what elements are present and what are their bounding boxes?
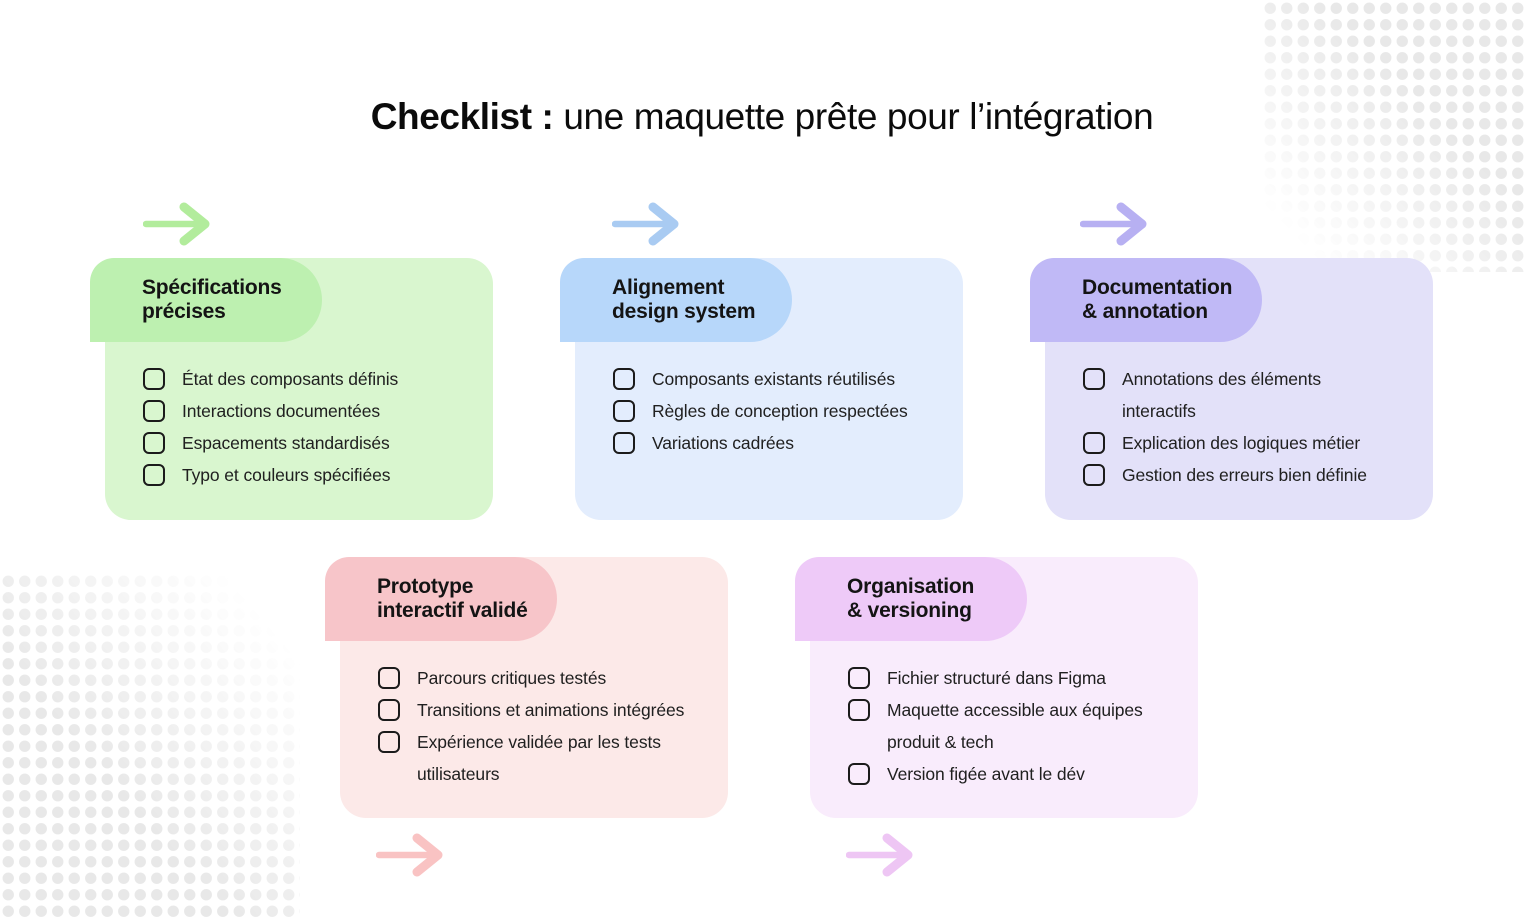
checklist-item: Typo et couleurs spécifiées bbox=[143, 459, 477, 491]
checklist-item-label: Gestion des erreurs bien définie bbox=[1122, 465, 1367, 485]
checklist-item: Espacements standardisés bbox=[143, 427, 477, 459]
checkbox[interactable] bbox=[143, 400, 165, 422]
halftone-dots-top-right bbox=[1262, 0, 1524, 272]
checklist-item: Règles de conception respectées bbox=[613, 395, 947, 427]
checklist-item: Fichier structuré dans Figma bbox=[848, 662, 1182, 694]
checklist-item: Version figée avant le dév bbox=[848, 758, 1182, 790]
card-header-blob: Organisation & versioning bbox=[795, 557, 1027, 641]
checklist-item-label: Interactions documentées bbox=[182, 401, 380, 421]
checklist-item-label: Typo et couleurs spécifiées bbox=[182, 465, 391, 485]
page-title: Checklist : une maquette prête pour l’in… bbox=[0, 96, 1524, 138]
checkbox[interactable] bbox=[613, 368, 635, 390]
checklist: Composants existants réutilisés Règles d… bbox=[613, 363, 947, 459]
checklist-item-label: Maquette accessible aux équipes produit … bbox=[887, 700, 1143, 752]
checklist: État des composants définis Interactions… bbox=[143, 363, 477, 491]
card-header-blob: Spécifications précises bbox=[90, 258, 322, 342]
card-header-blob: Prototype interactif validé bbox=[325, 557, 557, 641]
checklist-item: Variations cadrées bbox=[613, 427, 947, 459]
flow-arrow-icon bbox=[376, 833, 448, 877]
checklist-item-label: Version figée avant le dév bbox=[887, 764, 1085, 784]
card-specifications-precises: Spécifications précises État des composa… bbox=[90, 258, 493, 520]
card-prototype-interactif: Prototype interactif validé Parcours cri… bbox=[325, 557, 728, 818]
checklist-item-label: Composants existants réutilisés bbox=[652, 369, 895, 389]
checkbox[interactable] bbox=[613, 400, 635, 422]
checklist-item: Maquette accessible aux équipes produit … bbox=[848, 694, 1182, 758]
checkbox[interactable] bbox=[1083, 368, 1105, 390]
checklist-item: Annotations des éléments interactifs bbox=[1083, 363, 1417, 427]
checklist-item: Transitions et animations intégrées bbox=[378, 694, 712, 726]
checkbox[interactable] bbox=[848, 699, 870, 721]
page-title-regular: une maquette prête pour l’intégration bbox=[553, 96, 1154, 137]
checkbox[interactable] bbox=[378, 699, 400, 721]
card-organisation-versioning: Organisation & versioning Fichier struct… bbox=[795, 557, 1198, 818]
checkbox[interactable] bbox=[613, 432, 635, 454]
checkbox[interactable] bbox=[143, 432, 165, 454]
checklist-item: Composants existants réutilisés bbox=[613, 363, 947, 395]
checkbox[interactable] bbox=[378, 667, 400, 689]
checklist: Parcours critiques testés Transitions et… bbox=[378, 662, 712, 790]
checklist-item-label: Parcours critiques testés bbox=[417, 668, 607, 688]
card-title: Prototype interactif validé bbox=[377, 575, 528, 622]
checklist-item-label: Règles de conception respectées bbox=[652, 401, 908, 421]
card-header-blob: Alignement design system bbox=[560, 258, 792, 342]
checkbox[interactable] bbox=[1083, 432, 1105, 454]
halftone-dots-bottom-left bbox=[0, 573, 300, 918]
checklist-item: Expérience validée par les tests utilisa… bbox=[378, 726, 712, 790]
checkbox[interactable] bbox=[143, 368, 165, 390]
flow-arrow-icon bbox=[612, 202, 684, 246]
checkbox[interactable] bbox=[1083, 464, 1105, 486]
checklist-item-label: Espacements standardisés bbox=[182, 433, 390, 453]
checklist-item-label: Fichier structuré dans Figma bbox=[887, 668, 1106, 688]
card-title: Spécifications précises bbox=[142, 276, 282, 323]
checklist-item-label: État des composants définis bbox=[182, 369, 399, 389]
checklist-item: Gestion des erreurs bien définie bbox=[1083, 459, 1417, 491]
card-documentation-annotation: Documentation & annotation Annotations d… bbox=[1030, 258, 1433, 520]
checklist-item-label: Variations cadrées bbox=[652, 433, 794, 453]
checklist-item-label: Annotations des éléments interactifs bbox=[1122, 369, 1321, 421]
flow-arrow-icon bbox=[143, 202, 215, 246]
checklist-item: Parcours critiques testés bbox=[378, 662, 712, 694]
checklist: Annotations des éléments interactifs Exp… bbox=[1083, 363, 1417, 491]
card-title: Alignement design system bbox=[612, 276, 756, 323]
card-title: Organisation & versioning bbox=[847, 575, 975, 622]
checklist-item: Interactions documentées bbox=[143, 395, 477, 427]
checklist-item-label: Explication des logiques métier bbox=[1122, 433, 1361, 453]
card-alignement-design-system: Alignement design system Composants exis… bbox=[560, 258, 963, 520]
checkbox[interactable] bbox=[848, 667, 870, 689]
checkbox[interactable] bbox=[143, 464, 165, 486]
checklist-item-label: Transitions et animations intégrées bbox=[417, 700, 685, 720]
flow-arrow-icon bbox=[846, 833, 918, 877]
checklist-item: État des composants définis bbox=[143, 363, 477, 395]
card-header-blob: Documentation & annotation bbox=[1030, 258, 1262, 342]
checkbox[interactable] bbox=[378, 731, 400, 753]
checklist-item: Explication des logiques métier bbox=[1083, 427, 1417, 459]
checklist: Fichier structuré dans Figma Maquette ac… bbox=[848, 662, 1182, 790]
page-title-bold: Checklist : bbox=[370, 96, 554, 137]
checklist-item-label: Expérience validée par les tests utilisa… bbox=[417, 732, 661, 784]
card-title: Documentation & annotation bbox=[1082, 276, 1233, 323]
checkbox[interactable] bbox=[848, 763, 870, 785]
flow-arrow-icon bbox=[1080, 202, 1152, 246]
